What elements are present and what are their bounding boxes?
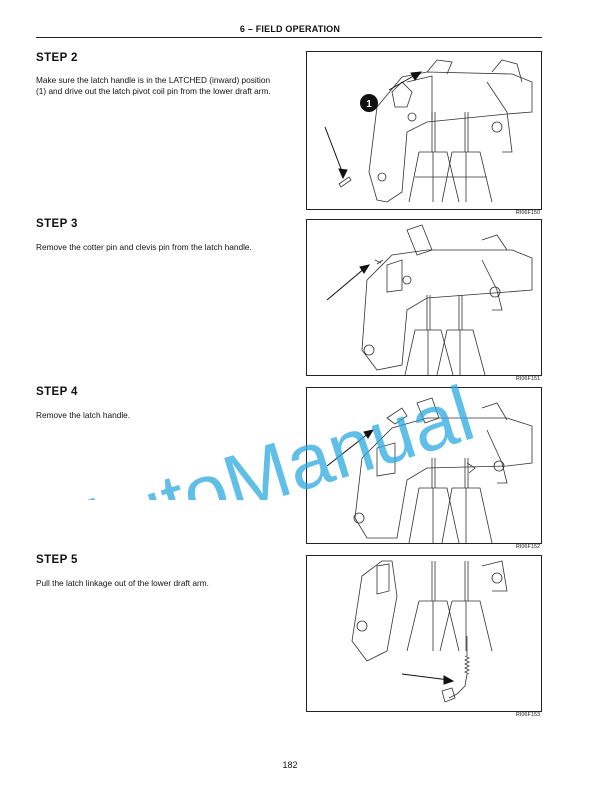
step-2-title: STEP 2 [36, 52, 78, 64]
figure-step-4 [306, 387, 542, 544]
header-rule [36, 37, 542, 38]
callout-number: 1 [366, 99, 372, 110]
page-number: 182 [282, 760, 298, 770]
figure-step-3 [306, 219, 542, 376]
step-4-text: Remove the latch handle. [36, 410, 131, 420]
step-4-title: STEP 4 [36, 386, 78, 398]
section-header: 6 – FIELD OPERATION [239, 24, 341, 34]
step-3-title: STEP 3 [36, 218, 78, 230]
figure-code-step-2: RI06F150 [515, 210, 540, 216]
figure-code-step-4: RI06F152 [515, 544, 540, 550]
step-5-title: STEP 5 [36, 554, 78, 566]
figure-step-2: 1 [306, 51, 542, 210]
callout-circle [360, 94, 378, 112]
step-2-text: Make sure the latch handle is in the LAT… [36, 75, 271, 96]
figure-code-step-5: RI06F153 [515, 712, 540, 718]
step-5-text: Pull the latch linkage out of the lower … [36, 578, 209, 588]
figure-code-step-3: RI06F151 [515, 376, 540, 382]
figure-step-5 [306, 555, 542, 712]
step-3-text: Remove the cotter pin and clevis pin fro… [36, 242, 252, 252]
